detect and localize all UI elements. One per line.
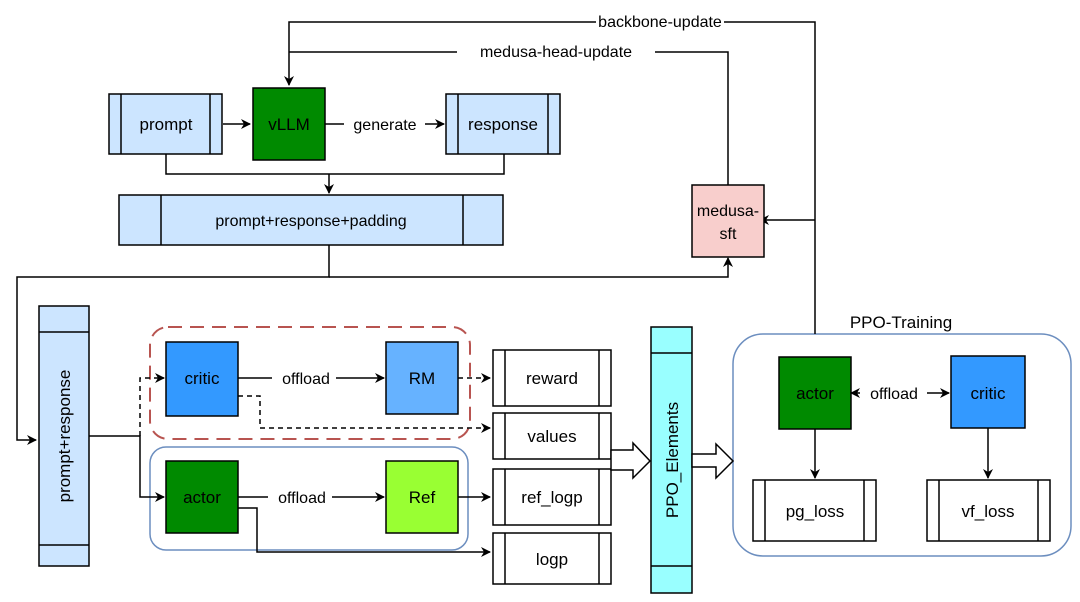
svg-text:RM: RM [409,369,435,388]
offload-training-label: offload [870,386,918,403]
ref-node: Ref [385,460,459,534]
prompt-response-node: prompt+response [38,305,90,567]
svg-text:prompt+response+padding: prompt+response+padding [215,213,406,230]
svg-text:response: response [468,115,538,134]
training-critic-node: critic [950,355,1026,429]
vf-loss-node: vf_loss [926,479,1051,542]
prompt-node: prompt [108,93,223,155]
blue-group [149,446,469,551]
rm-node: RM [385,341,459,415]
ppo-training-group [732,333,1072,557]
svg-text:prompt: prompt [140,115,193,134]
backbone-update-edge [724,21,816,334]
values-node: values [492,412,612,460]
training-actor-node: actor [778,356,852,430]
hollow-arrow-to-ppo-elements [610,441,652,480]
offload-critic-rm-label: offload [282,371,330,388]
critic-node: critic [165,341,239,417]
offload-actor-ref-label: offload [278,490,326,507]
svg-text:medusa-: medusa- [697,203,759,220]
ref-logp-node: ref_logp [492,468,612,526]
pg-loss-node: pg_loss [752,479,877,542]
svg-text:pg_loss: pg_loss [786,502,845,521]
svg-text:vf_loss: vf_loss [962,502,1015,521]
vllm-node: vLLM [252,87,326,161]
red-dashed-group [149,326,471,440]
medusa-sft-node: medusa- sft [691,184,765,258]
hollow-arrow-to-ppo-training [691,442,735,480]
svg-text:critic: critic [185,369,220,388]
svg-text:ref_logp: ref_logp [521,488,582,507]
prompt-response-padding-node: prompt+response+padding [118,194,504,246]
ppo-elements-node: PPO_Elements [650,326,693,594]
svg-text:logp: logp [536,550,568,569]
logp-node: logp [492,532,612,585]
backbone-update-label: backbone-update [598,14,722,31]
svg-text:actor: actor [796,384,834,403]
svg-text:reward: reward [526,369,578,388]
response-node: response [445,93,561,155]
reward-node: reward [492,349,612,407]
svg-text:Ref: Ref [409,488,436,507]
svg-text:sft: sft [720,226,737,243]
svg-text:actor: actor [183,488,221,507]
svg-text:PPO_Elements: PPO_Elements [663,402,682,518]
svg-text:vLLM: vLLM [268,115,310,134]
medusa-head-update-label: medusa-head-update [480,44,632,61]
actor-node: actor [165,460,239,534]
svg-text:values: values [527,427,576,446]
svg-text:prompt+response: prompt+response [55,370,74,503]
svg-text:critic: critic [971,384,1006,403]
ppo-training-title: PPO-Training [850,313,952,332]
generate-label: generate [353,117,416,134]
medusa-head-update-edge [655,51,729,185]
